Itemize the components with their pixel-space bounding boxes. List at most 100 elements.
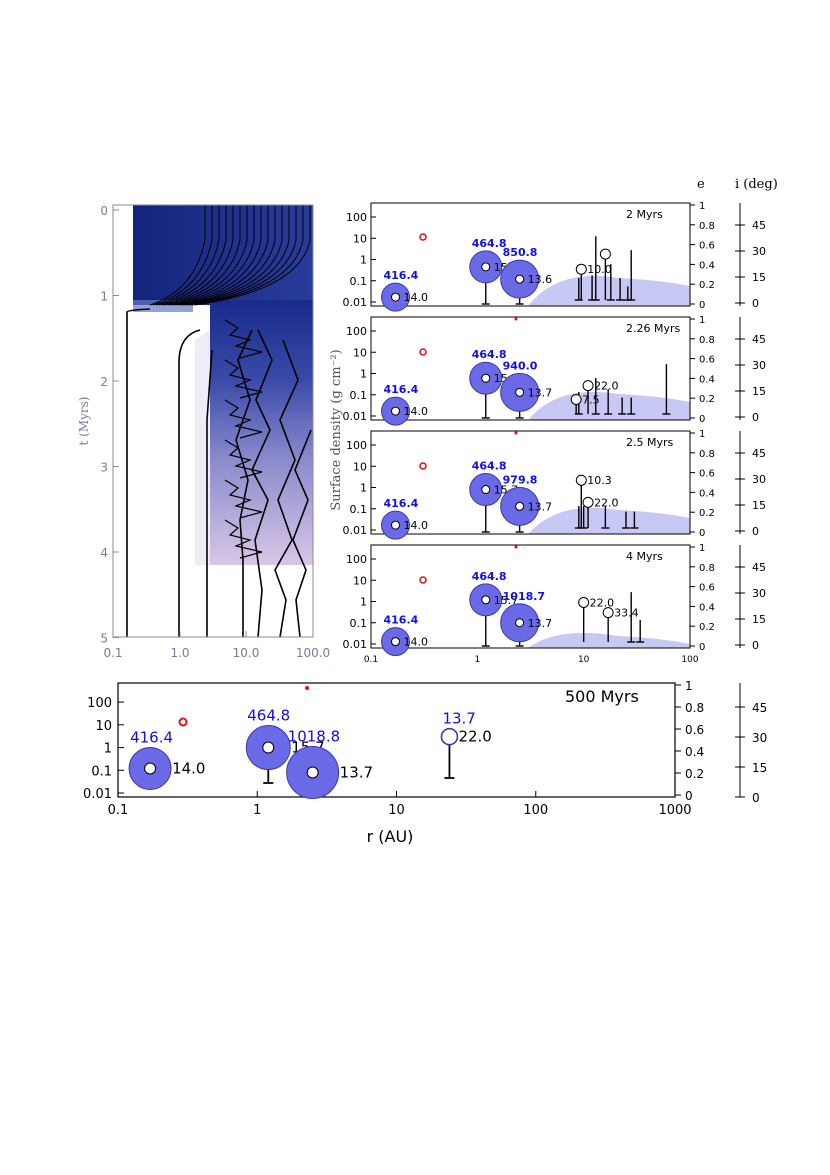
planet-value-label: 22.0 [590,596,615,609]
e-tick-label: 0.6 [699,583,715,594]
e-tick-label: 0 [699,414,705,425]
gas-disk-profile [528,632,690,648]
red-dot [514,317,518,321]
left-x-tick-label: 10.0 [233,646,260,660]
r-tick-label: 0.1 [108,803,129,818]
left-x-tick-label: 0.1 [103,646,122,660]
r-tick-label: 100 [523,803,548,818]
e-tick-label: 0.6 [685,723,704,737]
planet-core [481,373,491,383]
left-x-tick-label: 1.0 [170,646,189,660]
small-planet [575,263,587,275]
sigma-tick-label: 0.01 [343,410,368,423]
e-tick-label: 0 [699,642,705,653]
planet-value-label: 14.0 [404,636,429,649]
time-label: 2.26 Myrs [626,322,681,335]
i-tick-label: 30 [752,473,766,486]
sigma-tick-label: 1 [360,596,367,609]
planet-value-label: 13.7 [528,386,553,399]
small-planet [602,607,614,619]
migration-track [235,329,253,637]
left-y-tick-label: 5 [100,632,108,646]
sigma-tick-label: 0.1 [350,389,368,402]
e-tick-label: 0.4 [685,745,704,759]
scatter-track [224,319,263,359]
e-tick-label: 1 [699,201,705,212]
e-tick-label: 0.2 [699,280,715,291]
planet-value-label: 14.0 [404,291,429,304]
planet-mass-label: 13.7 [442,710,475,728]
small-planet [582,380,594,392]
e-axis-header: e [697,177,705,192]
i-tick-label: 0 [752,525,759,538]
i-axis-header: i (deg) [735,177,778,192]
small-planet [599,248,611,260]
r-tick-label: 100 [681,655,698,665]
planet-value-label: 14.0 [404,405,429,418]
migration-track [167,205,248,306]
e-tick-label: 0 [699,528,705,539]
sigma-tick-label: 10 [353,232,367,245]
small-planet [570,393,582,405]
planet-core [391,637,401,647]
small-planet [578,596,590,608]
scatter-track [224,399,263,439]
planet-core [391,292,401,302]
migration-track [182,205,283,306]
e-tick-label: 0.8 [699,563,715,574]
migration-track [185,205,290,306]
planet-value-label: 15.7 [494,594,519,607]
planet-core [515,618,525,628]
planet-value-label: 13.7 [340,763,373,781]
planet-value-label: 10.0 [587,263,612,276]
i-tick-label: 45 [752,333,766,346]
sigma-tick-label: 100 [346,553,367,566]
left-y-label: t (Myrs) [77,397,91,446]
small-planet [582,496,594,508]
e-tick-label: 0.4 [699,488,715,499]
migration-track [149,205,206,306]
migration-track [126,308,151,637]
red-marker [419,348,427,356]
left-y-tick-label: 4 [100,546,108,560]
planet-value-label: 13.7 [528,617,553,630]
left-y-tick-label: 3 [100,461,108,475]
sigma-tick-label: 10 [353,460,367,473]
sigma-tick-label: 1 [360,254,367,267]
planet-value-label: 22.0 [594,380,619,393]
migration-track [176,205,269,306]
red-marker [178,717,188,727]
i-tick-label: 30 [752,731,767,745]
sigma-tick-label: 0.1 [350,275,368,288]
e-tick-label: 1 [699,315,705,326]
planet-mass-label: 1018.7 [503,590,545,603]
small-planet [575,474,587,486]
planet-core [515,274,525,284]
i-tick-label: 0 [752,791,760,805]
planet-core [262,741,275,754]
e-tick-label: 0.2 [699,622,715,633]
bottom-time-label: 500 Myrs [565,687,639,706]
planet-mass-label: 416.4 [384,614,419,627]
sigma-tick-label: 0.1 [91,764,112,779]
migration-track [173,205,262,306]
planet-core [481,485,491,495]
disk-region-top [133,205,313,305]
r-tick-label: 1000 [658,803,691,818]
sigma-tick-label: 10 [353,574,367,587]
planet-mass-label: 416.4 [384,269,419,282]
planet-mass-label: 850.8 [503,246,538,259]
planet-mass-label: 416.4 [384,497,419,510]
scatter-track [224,519,263,559]
planet-value-label: 7.5 [582,393,600,406]
migration-track [178,329,201,637]
r-tick-label: 10 [578,655,590,665]
planet-core [515,501,525,511]
time-label: 2.5 Myrs [626,436,674,449]
scatter-track [224,479,263,519]
e-tick-label: 0.6 [699,355,715,366]
i-tick-label: 0 [752,411,759,424]
left-panel-frame [112,204,314,638]
sigma-tick-label: 1 [104,742,112,757]
